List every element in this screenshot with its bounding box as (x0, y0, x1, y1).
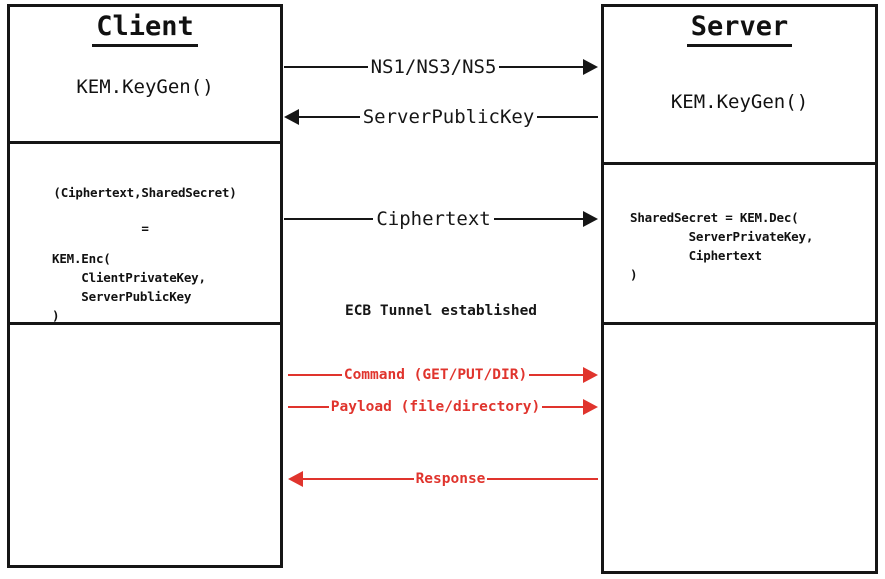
server-divider-2 (601, 322, 878, 325)
arrowhead-right-icon (583, 211, 599, 227)
message-ciphertext-line-left (284, 217, 374, 221)
message-command-label: Command (GET/PUT/DIR) (343, 366, 528, 383)
client-encaps-result: (Ciphertext,SharedSecret) (53, 185, 237, 200)
server-keygen-label: KEM.KeyGen() (670, 90, 809, 113)
client-lifeline-box (7, 4, 283, 568)
message-server-public-key-label: ServerPublicKey (362, 105, 535, 128)
arrowhead-right-icon (583, 59, 598, 75)
message-command: Command (GET/PUT/DIR) (288, 364, 599, 386)
message-command-line-right (529, 373, 584, 377)
message-command-line-left (288, 373, 342, 377)
client-equals-sign: = (141, 221, 149, 236)
client-divider-2 (7, 322, 283, 325)
client-encaps-call: KEM.Enc( ClientPrivateKey, ServerPublicK… (52, 251, 206, 323)
message-payload-line-right (542, 405, 584, 409)
arrowhead-right-icon (583, 399, 599, 415)
message-negotiation: NS1/NS3/NS5 (284, 56, 598, 78)
message-negotiation-label: NS1/NS3/NS5 (370, 55, 497, 78)
message-response-label: Response (415, 470, 486, 487)
server-title: Server (686, 12, 793, 47)
arrowhead-left-icon (284, 109, 299, 125)
client-divider-1 (7, 141, 283, 144)
message-server-public-key: ServerPublicKey (284, 106, 598, 128)
message-negotiation-line-right (499, 65, 583, 69)
server-decaps-call: SharedSecret = KEM.Dec( ServerPrivateKey… (630, 210, 814, 282)
message-payload: Payload (file/directory) (288, 396, 599, 418)
message-ciphertext: Ciphertext (284, 207, 599, 230)
server-divider-1 (601, 162, 878, 165)
tunnel-established-caption: ECB Tunnel established (344, 303, 538, 319)
message-payload-label: Payload (file/directory) (330, 398, 541, 415)
message-response-line-right (487, 477, 598, 481)
message-payload-line-left (288, 405, 329, 409)
arrowhead-right-icon (583, 367, 599, 383)
message-server-public-key-line-left (299, 115, 360, 119)
client-title: Client (92, 12, 198, 47)
message-response: Response (288, 468, 598, 490)
client-header: Client KEM.KeyGen() (10, 12, 280, 98)
server-header: Server KEM.KeyGen() (604, 12, 875, 113)
client-keygen-label: KEM.KeyGen() (76, 75, 214, 98)
message-ciphertext-label: Ciphertext (376, 207, 491, 230)
message-response-line-left (303, 477, 414, 481)
message-server-public-key-line-right (537, 115, 598, 119)
arrowhead-left-icon (288, 471, 303, 487)
message-negotiation-line-left (284, 65, 368, 69)
server-lifeline-box (601, 4, 878, 574)
message-ciphertext-line-right (493, 217, 584, 221)
